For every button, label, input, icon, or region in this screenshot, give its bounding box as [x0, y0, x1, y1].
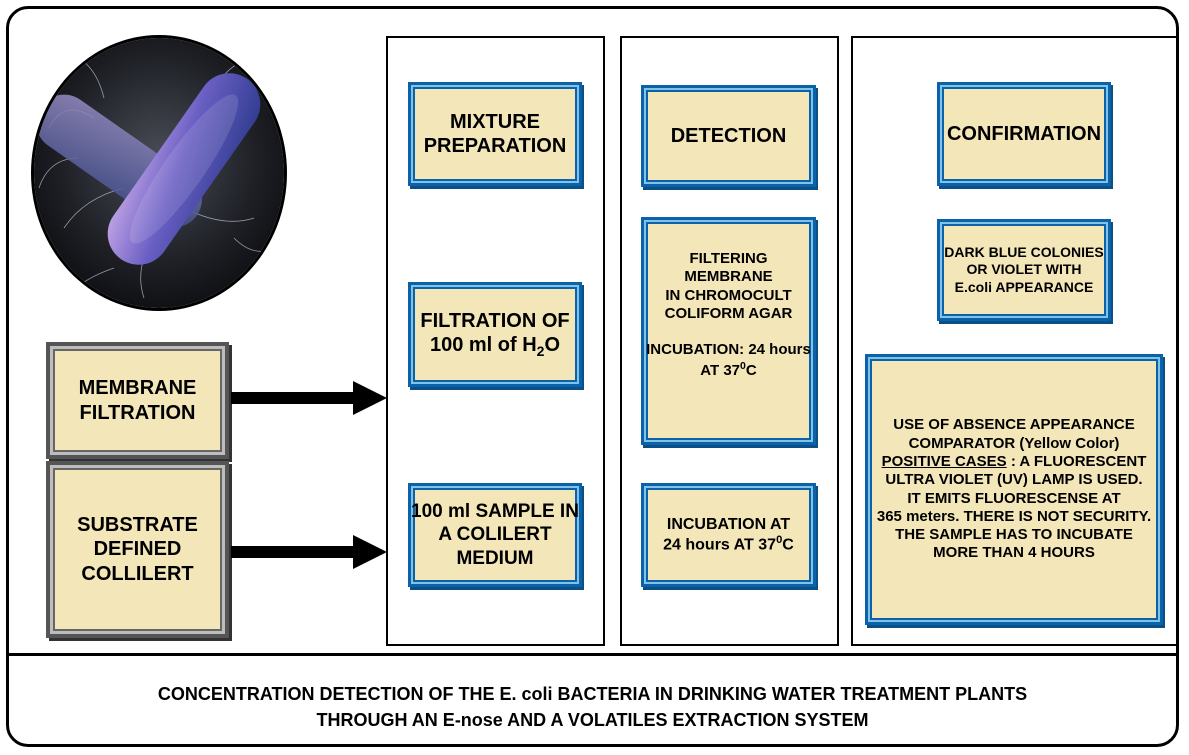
- dark-blue-colonies-label: DARK BLUE COLONIES OR VIOLET WITH E.coli…: [944, 244, 1104, 295]
- confirmation-box: CONFIRMATION: [937, 82, 1111, 186]
- right-arrow-icon: [231, 535, 387, 569]
- detection-label: DETECTION: [670, 124, 787, 147]
- detection-box: DETECTION: [641, 85, 816, 187]
- diagram-frame: MEMBRANE FILTRATION SUBSTRATE DEFINED CO…: [6, 6, 1179, 747]
- mixture-preparation-box: MIXTURE PREPARATION: [408, 82, 582, 186]
- colilert-sample-label: 100 ml SAMPLE IN A COLILERT MEDIUM: [411, 501, 579, 569]
- e-coli-bacteria-image: [31, 35, 287, 311]
- positive-cases-label: POSITIVE CASES: [881, 452, 1007, 470]
- filtration-box: FILTRATION OF 100 ml of H2O: [408, 282, 582, 387]
- absence-comparator-box: USE OF ABSENCE APPEARANCE COMPARATOR (Ye…: [865, 354, 1163, 625]
- substrate-defined-box: SUBSTRATE DEFINED COLLILERT: [46, 461, 229, 638]
- colilert-sample-box: 100 ml SAMPLE IN A COLILERT MEDIUM: [408, 483, 582, 587]
- membrane-filtration-label: MEMBRANE FILTRATION: [78, 377, 197, 424]
- filtration-label: FILTRATION OF 100 ml of H2O: [420, 309, 570, 360]
- filtering-membrane-label: FILTERING MEMBRANE IN CHROMOCULT COLIFOR…: [646, 250, 811, 379]
- dark-blue-colonies-box: DARK BLUE COLONIES OR VIOLET WITH E.coli…: [937, 219, 1111, 321]
- membrane-filtration-box: MEMBRANE FILTRATION: [46, 342, 229, 459]
- title-line-2: THROUGH AN E-nose AND A VOLATILES EXTRAC…: [316, 710, 869, 731]
- footer-divider: [9, 653, 1176, 656]
- diagram-title: CONCENTRATION DETECTION OF THE E. coli B…: [9, 681, 1176, 733]
- filtering-membrane-box: FILTERING MEMBRANE IN CHROMOCULT COLIFOR…: [641, 217, 816, 445]
- right-arrow-icon: [231, 381, 387, 415]
- incubation-box: INCUBATION AT 24 hours AT 370C: [641, 483, 816, 587]
- absence-comparator-label: USE OF ABSENCE APPEARANCE COMPARATOR (Ye…: [876, 416, 1152, 562]
- mixture-preparation-label: MIXTURE PREPARATION: [423, 110, 567, 157]
- substrate-defined-label: SUBSTRATE DEFINED COLLILERT: [77, 513, 198, 585]
- bacteria-illustration: [34, 38, 284, 308]
- incubation-label: INCUBATION AT 24 hours AT 370C: [663, 515, 794, 554]
- title-line-1: CONCENTRATION DETECTION OF THE E. coli B…: [157, 684, 1028, 704]
- confirmation-label: CONFIRMATION: [946, 122, 1102, 145]
